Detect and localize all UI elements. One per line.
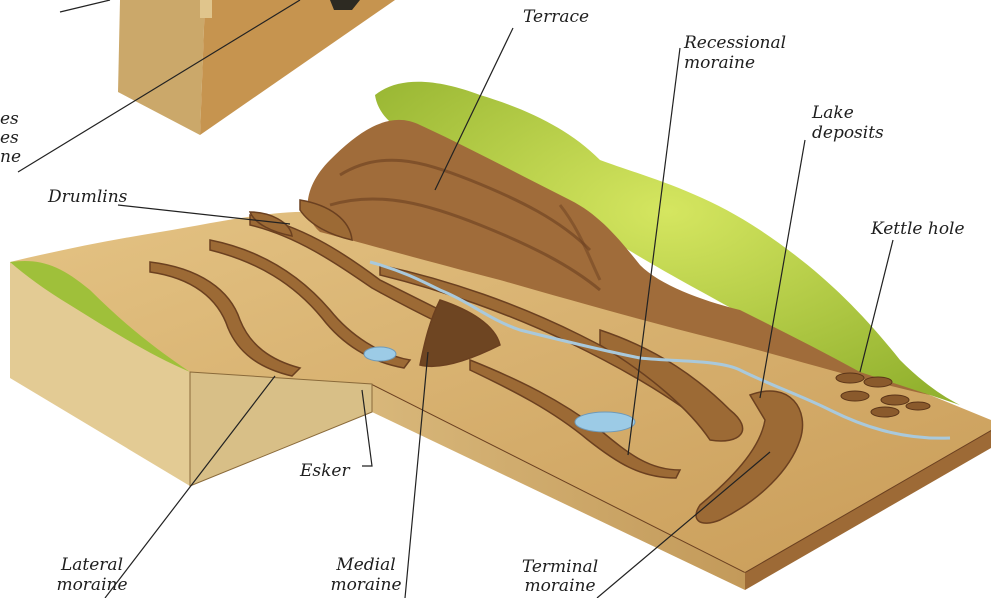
cut-label-line-1: es	[0, 110, 19, 129]
upper-block	[118, 0, 395, 135]
kettle-hole-label: Kettle hole	[871, 220, 965, 239]
recessional-moraine-label-line-2: moraine	[684, 54, 755, 73]
drumlins-label: Drumlins	[48, 188, 127, 207]
lake-left	[364, 347, 396, 361]
cut-label-line-3: ne	[0, 148, 21, 167]
lake-center	[575, 412, 635, 432]
lake-deposits-label-line-1: Lake	[812, 104, 854, 123]
terrace-label: Terrace	[523, 8, 589, 27]
terminal-moraine-label-line-2: moraine	[505, 577, 615, 596]
terminal-moraine-label-line-1: Terminal	[505, 558, 615, 577]
esker-label: Esker	[300, 462, 350, 481]
medial-moraine-label-line-2: moraine	[318, 576, 414, 595]
main-block	[10, 82, 991, 590]
cut-label-line-2: es	[0, 129, 19, 148]
lake-deposits-label-line-2: deposits	[812, 124, 884, 143]
lateral-moraine-label-line-1: Lateral	[44, 556, 140, 575]
medial-moraine-label-line-1: Medial	[318, 556, 414, 575]
lateral-moraine-label-line-2: moraine	[44, 576, 140, 595]
recessional-moraine-label-line-1: Recessional	[684, 34, 786, 53]
